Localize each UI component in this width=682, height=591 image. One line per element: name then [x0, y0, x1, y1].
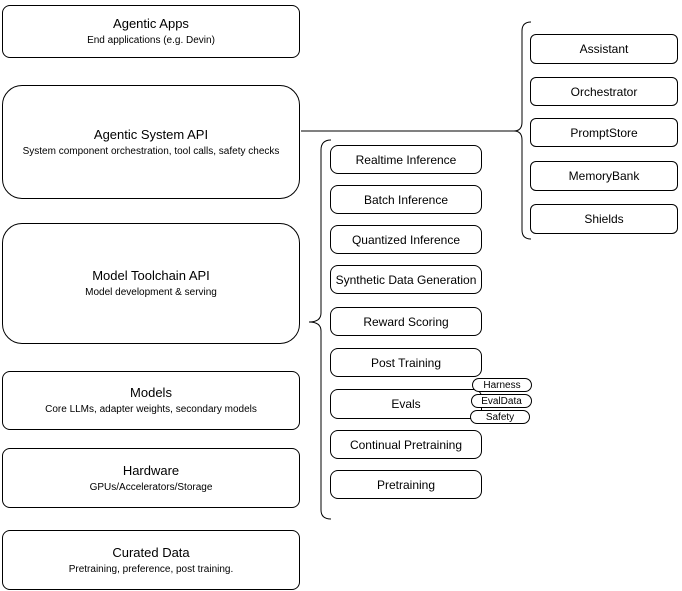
toolchain-components-brace	[308, 139, 332, 520]
box-evals: Evals	[330, 389, 482, 419]
box-pretraining: Pretraining	[330, 470, 482, 499]
box-model-toolchain-api-title: Model Toolchain API	[92, 268, 210, 283]
box-hardware-title: Hardware	[122, 462, 180, 478]
box-synthetic-data-generation: Synthetic Data Generation	[330, 265, 482, 294]
box-agentic-system-api-title: Agentic System API	[93, 126, 209, 142]
box-model-toolchain-api: Model Toolchain API Model development & …	[2, 223, 300, 344]
box-models-subtitle: Core LLMs, adapter weights, secondary mo…	[45, 404, 257, 415]
box-agentic-system-api: Agentic System API System component orch…	[2, 85, 300, 199]
box-hardware-subtitle: GPUs/Accelerators/Storage	[89, 481, 213, 493]
box-continual-pretraining: Continual Pretraining	[330, 430, 482, 459]
box-batch-inference: Batch Inference	[330, 185, 482, 214]
box-curated-data: Curated Data Pretraining, preference, po…	[2, 530, 300, 590]
box-realtime-inference: Realtime Inference	[330, 145, 482, 174]
box-quantized-inference: Quantized Inference	[330, 225, 482, 254]
box-curated-data-subtitle: Pretraining, preference, post training.	[68, 563, 234, 575]
box-hardware: Hardware GPUs/Accelerators/Storage	[2, 448, 300, 508]
box-models-title: Models	[130, 385, 172, 400]
box-agentic-apps-subtitle: End applications (e.g. Devin)	[87, 35, 215, 46]
box-orchestrator: Orchestrator	[530, 77, 678, 106]
pill-harness: Harness	[472, 378, 532, 392]
box-promptstore: PromptStore	[530, 118, 678, 147]
box-model-toolchain-api-subtitle: Model development & serving	[85, 287, 217, 298]
pill-safety: Safety	[470, 410, 530, 424]
pill-evaldata: EvalData	[471, 394, 532, 408]
box-post-training: Post Training	[330, 348, 482, 377]
box-models: Models Core LLMs, adapter weights, secon…	[2, 371, 300, 430]
box-reward-scoring: Reward Scoring	[330, 307, 482, 336]
box-agentic-system-api-subtitle: System component orchestration, tool cal…	[22, 145, 280, 157]
box-assistant: Assistant	[530, 34, 678, 64]
box-shields: Shields	[530, 204, 678, 234]
box-curated-data-title: Curated Data	[112, 544, 190, 560]
box-agentic-apps: Agentic Apps End applications (e.g. Devi…	[2, 5, 300, 58]
box-agentic-apps-title: Agentic Apps	[113, 16, 189, 31]
box-memorybank: MemoryBank	[530, 161, 678, 191]
system-components-brace	[513, 21, 532, 240]
